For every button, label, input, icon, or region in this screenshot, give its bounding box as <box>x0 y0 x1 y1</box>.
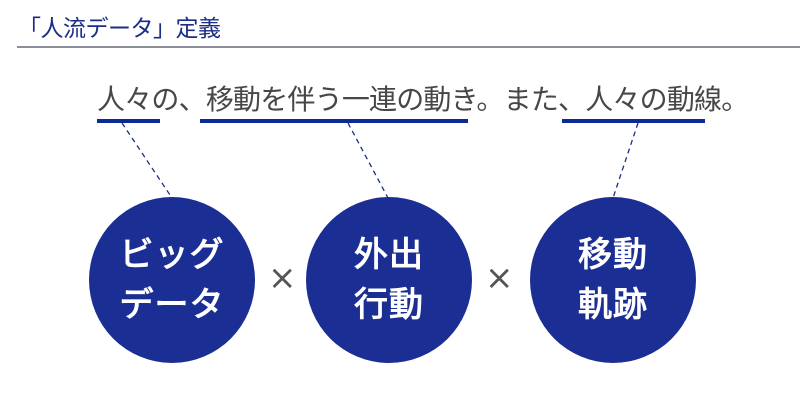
connector-line-2 <box>347 122 389 199</box>
title-divider <box>17 46 800 48</box>
circle-label-line1: ビッグ <box>119 235 225 275</box>
circle-big-data: ビッグ データ <box>89 197 255 363</box>
multiply-sign-1: × <box>268 258 297 298</box>
circle-outing-behavior: 外出 行動 <box>306 197 472 363</box>
segment-comma: 、 <box>178 83 207 116</box>
underline-flow-line <box>562 119 705 123</box>
circle-label-line1: 移動 <box>578 235 648 275</box>
segment-also: 。また、 <box>476 83 586 116</box>
connector-line-1 <box>121 122 173 199</box>
circle-movement-trajectory: 移動 軌跡 <box>530 197 696 363</box>
multiply-sign-2: × <box>485 258 514 298</box>
segment-people: 人々の <box>97 83 179 116</box>
segment-period: 。 <box>721 83 749 116</box>
circle-label-line1: 外出 <box>354 235 424 275</box>
connector-line-3 <box>612 122 639 199</box>
circle-label-line2: データ <box>119 285 225 325</box>
slide-title: 「人流データ」定義 <box>18 16 221 42</box>
definition-sentence: 人々の、移動を伴う一連の動き。また、人々の動線。 <box>97 78 749 118</box>
circle-label-line2: 軌跡 <box>578 285 648 325</box>
underline-people <box>97 119 160 123</box>
segment-flow-line: 人々の動線 <box>585 83 722 116</box>
segment-movement: 移動を伴う一連の動き <box>205 83 477 116</box>
circle-label-line2: 行動 <box>354 285 424 325</box>
underline-movement <box>200 119 468 123</box>
